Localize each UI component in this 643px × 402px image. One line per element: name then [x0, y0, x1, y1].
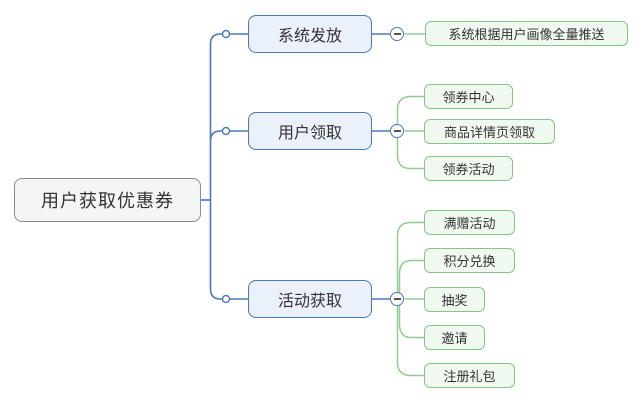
minus-icon [393, 298, 401, 300]
connector-leaf-line [398, 305, 424, 339]
collapse-button-branch1[interactable] [390, 27, 404, 41]
connector-trunk [209, 33, 221, 300]
leaf-node-product-detail-claim[interactable]: 商品详情页领取 [424, 119, 555, 144]
connector-dots [221, 29, 231, 304]
collapse-button-branch3[interactable] [390, 292, 404, 306]
leaf-node-coupon-activity[interactable]: 领券活动 [424, 156, 513, 181]
root-node[interactable]: 用户获取优惠券 [14, 178, 201, 222]
minus-icon [393, 33, 401, 35]
blue-connectors [201, 33, 391, 300]
branch-node-activity-get[interactable]: 活动获取 [248, 280, 372, 318]
branch-node-user-claim[interactable]: 用户领取 [248, 112, 372, 150]
connector-dot [221, 294, 231, 304]
leaf-node-full-push[interactable]: 系统根据用户画像全量推送 [425, 21, 628, 46]
collapse-button-branch2[interactable] [390, 124, 404, 138]
connector-leaf-line [398, 259, 424, 293]
branch-node-system-issue[interactable]: 系统发放 [248, 15, 372, 53]
leaf-node-gift-with-purchase[interactable]: 满赠活动 [424, 210, 515, 235]
connector-leaf-line [396, 137, 424, 170]
leaf-node-points-exchange[interactable]: 积分兑换 [424, 248, 515, 273]
connector-leaf-line [396, 305, 424, 377]
minus-icon [393, 130, 401, 132]
connector-leaf-line [396, 95, 424, 125]
connector-leaf-line [396, 221, 424, 293]
leaf-node-invite[interactable]: 邀请 [424, 325, 485, 350]
leaf-node-lottery[interactable]: 抽奖 [424, 287, 485, 312]
leaf-node-coupon-center[interactable]: 领券中心 [424, 84, 513, 109]
connector-dot [221, 126, 231, 136]
connector-branch2-line [209, 130, 249, 142]
connector-dot [221, 29, 231, 39]
leaf-node-register-pack[interactable]: 注册礼包 [424, 363, 515, 388]
green-connectors [396, 33, 425, 377]
